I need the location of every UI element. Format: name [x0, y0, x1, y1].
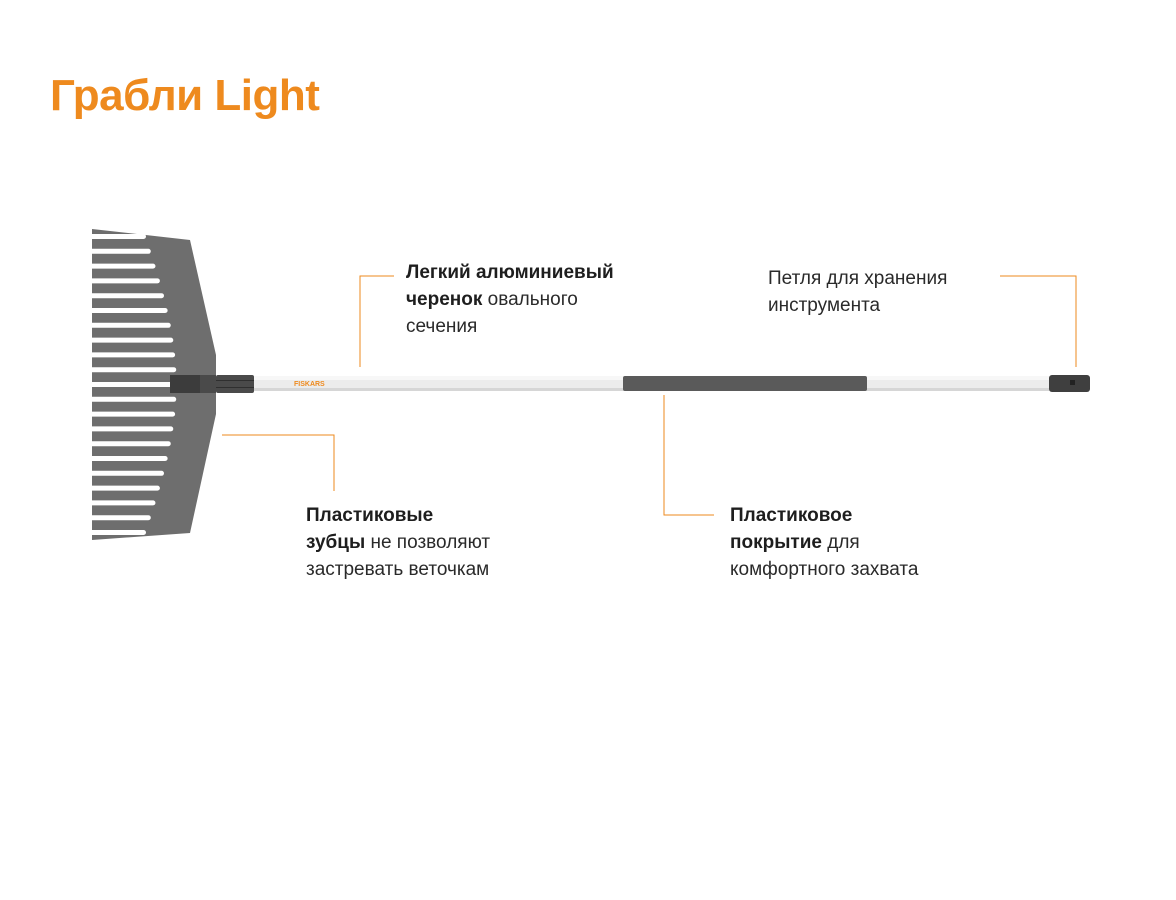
brand-mark: FISKARS — [294, 381, 325, 388]
rake-tines — [88, 234, 177, 535]
tine-gap — [88, 263, 156, 269]
tine-gap — [88, 382, 177, 387]
tine-gap — [88, 441, 171, 447]
storage-loop — [1049, 375, 1090, 392]
callout-line-grip — [663, 395, 714, 516]
page-title: Грабли Light — [50, 71, 320, 120]
callout-line-handle — [359, 275, 394, 367]
callout-handle: Легкий алюминиевый черенок овального сеч… — [406, 262, 614, 337]
handle-grip — [623, 376, 867, 391]
tine-gap — [88, 293, 164, 299]
tine-gap — [88, 248, 151, 254]
tine-gap — [88, 515, 151, 521]
tine-gap — [88, 485, 160, 491]
tine-gap — [88, 352, 176, 358]
tine-gap — [88, 396, 177, 402]
callout-line-loop — [1000, 275, 1077, 367]
tine-gap — [88, 278, 160, 284]
tine-gap — [88, 337, 174, 343]
callout-grip: Пластиковое покрытие для комфортного зах… — [730, 505, 919, 580]
tine-gap — [88, 470, 164, 476]
tine-gap — [88, 530, 146, 535]
callout-loop: Петля для хранения инструмента — [768, 268, 948, 316]
tine-gap — [88, 367, 177, 373]
rake-head — [88, 229, 216, 540]
tine-gap — [88, 411, 176, 417]
callout-tines: Пластиковые зубцы не позволяют застреват… — [306, 505, 491, 580]
callout-line-tines — [222, 434, 335, 491]
tine-gap — [88, 500, 156, 506]
tine-gap — [88, 322, 171, 328]
tine-gap — [88, 234, 146, 239]
tine-gap — [88, 426, 174, 432]
tine-gap — [88, 308, 168, 313]
tine-gap — [88, 456, 168, 461]
